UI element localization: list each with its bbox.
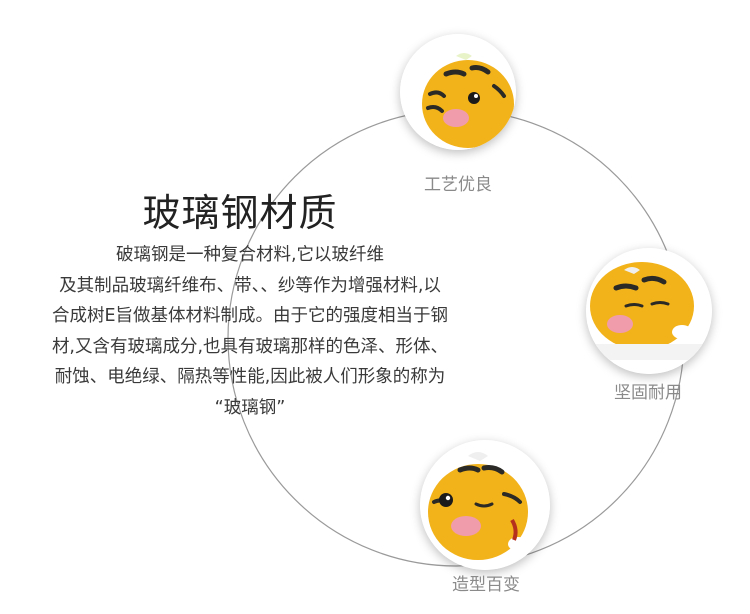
description-line: 破璃钢是一种复合材料,它以玻纤维	[115, 245, 385, 265]
tiger-mascot-icon	[400, 34, 516, 150]
description-line: 及其制品玻璃纤维布、带、、纱等作为增强材料,以	[59, 275, 441, 296]
feature-label: 造型百变	[452, 575, 520, 595]
tiger-mascot-icon	[586, 248, 712, 374]
feature-label: 工艺优良	[424, 175, 492, 195]
description-line: 材,又含有玻璃成分,也具有玻璃那样的色泽、形体、	[51, 336, 449, 357]
tiger-mascot-icon	[420, 440, 550, 570]
feature-label: 坚固耐用	[614, 383, 682, 403]
description-line: 耐蚀、电绝绿、隔热等性能,因此被人们形象的称为	[54, 367, 446, 387]
description: 破璃钢是一种复合材料,它以玻纤维 及其制品玻璃纤维布、带、、纱等作为增强材料,以…	[22, 240, 478, 423]
section-title: 玻璃钢材质	[142, 191, 338, 235]
description-line: 合成树E旨做基体材料制成。由于它的强度相当于钢	[51, 306, 449, 326]
description-line: “玻璃钢”	[214, 397, 286, 418]
